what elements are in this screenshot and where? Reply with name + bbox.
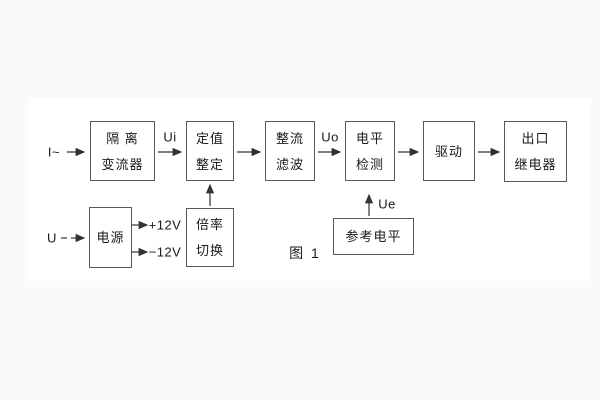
block-drive: 驱动	[423, 121, 475, 181]
block-outlet-relay: 出口 继电器	[504, 121, 567, 182]
block-rectifier-filter: 整流 滤波	[265, 121, 315, 181]
block-multiplier-switch: 倍率 切换	[186, 208, 234, 267]
signal-input-current: I~	[47, 144, 61, 160]
block-outlet-line1: 出口	[521, 131, 550, 146]
block-power-supply: 电源	[89, 207, 132, 268]
block-isolation-line1: 隔 离	[106, 130, 139, 146]
signal-ui: Ui	[163, 129, 177, 145]
block-multiplier-line1: 倍率	[195, 217, 224, 232]
signal-uo: Uo	[321, 129, 339, 145]
signal-ue: Ue	[378, 196, 396, 212]
block-reference-level: 参考电平	[333, 218, 414, 255]
block-level-line1: 电平	[355, 130, 384, 146]
block-drive-label: 驱动	[434, 143, 463, 159]
block-rectifier-line2: 滤波	[275, 156, 304, 172]
block-isolation-line2: 变流器	[101, 156, 144, 172]
block-isolation-transformer: 隔 离 变流器	[90, 121, 155, 181]
block-outlet-line2: 继电器	[514, 157, 557, 172]
block-level-line2: 检测	[355, 156, 384, 172]
block-setting: 定值 整定	[186, 121, 234, 181]
block-level-detect: 电平 检测	[345, 121, 395, 181]
signal-minus12v: −12V	[148, 244, 182, 260]
block-multiplier-line2: 切换	[195, 243, 224, 258]
figure-caption: 图 1	[289, 245, 321, 261]
block-power-label: 电源	[96, 230, 125, 245]
block-setting-line2: 整定	[195, 156, 224, 172]
signal-input-voltage: U	[47, 230, 57, 246]
signal-plus12v: +12V	[148, 217, 182, 233]
block-setting-line1: 定值	[195, 130, 224, 146]
block-rectifier-line1: 整流	[275, 130, 304, 146]
block-reference-label: 参考电平	[345, 229, 402, 244]
